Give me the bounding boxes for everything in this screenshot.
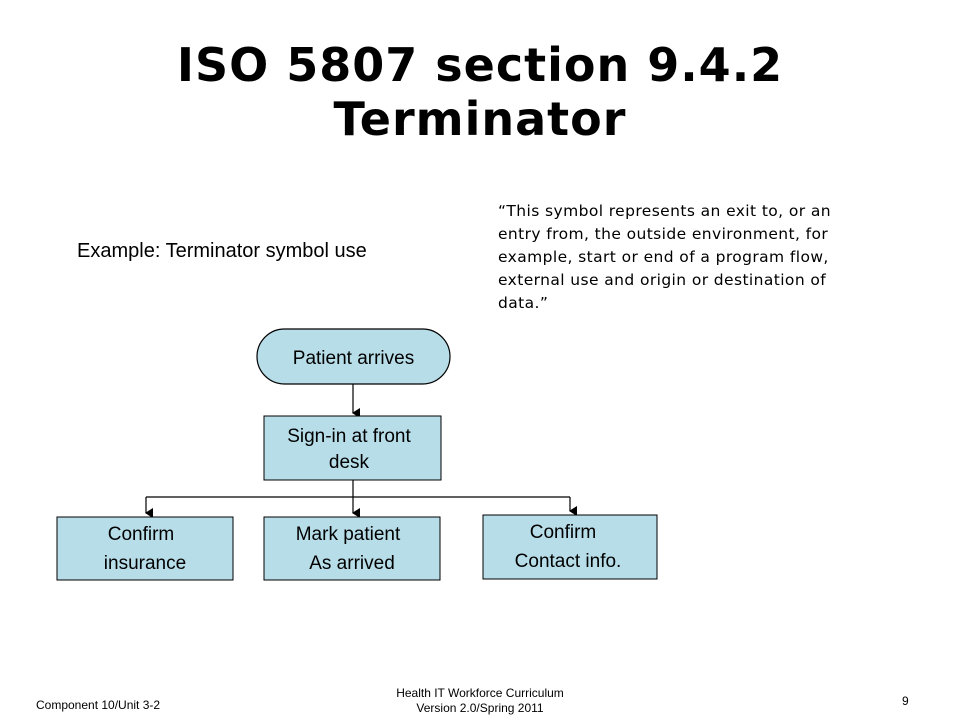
insurance-label-line-2: insurance [104, 553, 186, 574]
signin-label-line-2: desk [329, 452, 370, 473]
contact-label-line-1: Confirm [530, 522, 597, 543]
signin-process-shape [263, 415, 442, 481]
footer-curriculum-line-1: Health IT Workforce Curriculum [396, 686, 564, 700]
footer-curriculum: Health IT Workforce Curriculum Version 2… [330, 686, 630, 716]
insurance-process-shape [56, 516, 234, 581]
title-line-1: ISO 5807 section 9.4.2 [176, 38, 784, 92]
insurance-label-line-1: Confirm [108, 524, 175, 545]
slide-title: ISO 5807 section 9.4.2 Terminator [0, 38, 960, 146]
contact-label-line-2: Contact info. [515, 551, 622, 572]
contact-process-shape [482, 514, 658, 580]
mark-label-line-2: As arrived [309, 553, 395, 574]
example-label: Example: Terminator symbol use [77, 240, 367, 262]
signin-label-line-1: Sign-in at front [287, 426, 411, 447]
definition-quote: “This symbol represents an exit to, or a… [498, 200, 918, 315]
footer-component: Component 10/Unit 3-2 [36, 698, 161, 712]
quote-line-3: example, start or end of a program flow, [498, 248, 829, 266]
mark-process-shape [263, 516, 441, 581]
quote-line-5: data.” [498, 294, 549, 312]
title-line-2: Terminator [333, 92, 627, 146]
footer-curriculum-line-2: Version 2.0/Spring 2011 [416, 701, 544, 715]
mark-label-line-1: Mark patient [296, 524, 401, 545]
quote-line-4: external use and origin or destination o… [498, 271, 827, 289]
terminator-label: Patient arrives [293, 348, 414, 369]
page-number: 9 [902, 694, 909, 708]
quote-line-2: entry from, the outside environment, for [498, 225, 829, 243]
quote-line-1: “This symbol represents an exit to, or a… [498, 202, 831, 220]
